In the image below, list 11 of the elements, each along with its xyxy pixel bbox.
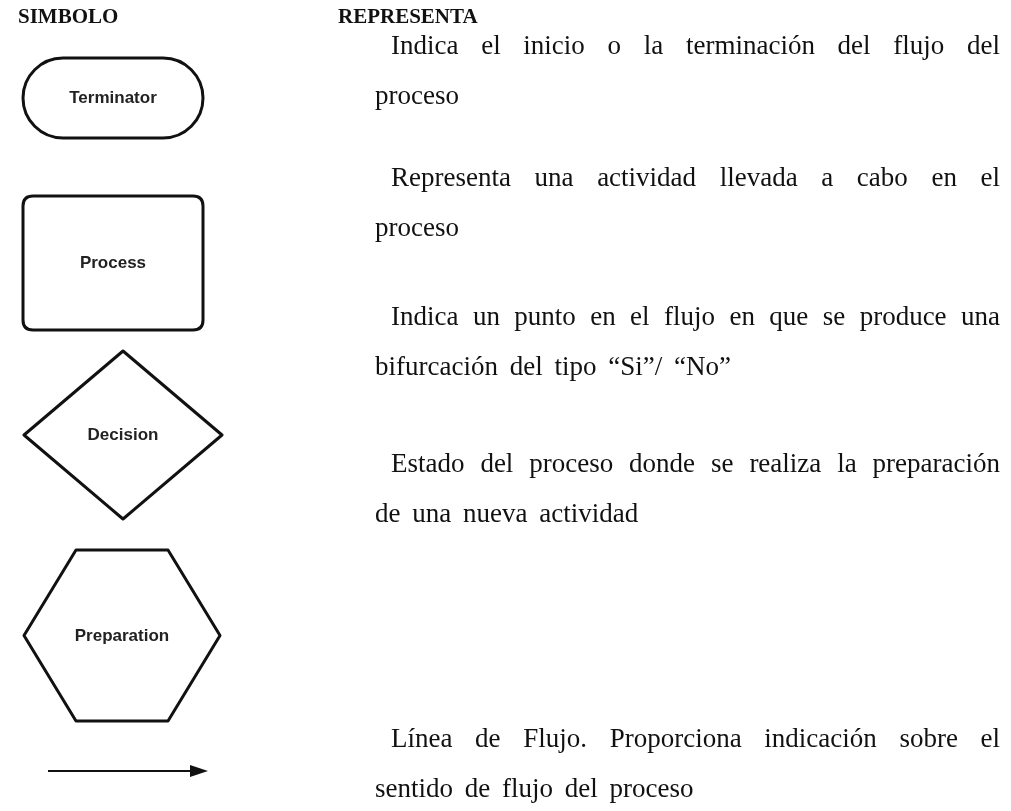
- shape-label: Decision: [87, 425, 159, 445]
- column-heading: REPRESENTA: [338, 4, 478, 29]
- shape-label: Terminator: [69, 88, 157, 108]
- description-text: Indica un punto en el flujo en que se produce una bifurcación del tipo “Si”/ “No”: [375, 300, 1000, 383]
- column-heading: SIMBOLO: [18, 4, 119, 29]
- description-text: Representa una actividad llevada a cabo en el proceso: [375, 161, 1000, 244]
- shape-label: Preparation: [74, 625, 170, 646]
- description-text: Línea de Flujo. Proporciona indicación sobre el sentido de flujo del proceso: [375, 722, 1000, 805]
- description-text: Estado del proceso donde se realiza la preparación de una nueva actividad: [375, 447, 1000, 530]
- shape-label: Process: [79, 253, 147, 273]
- description-text: Indica el inicio o la terminación del flujo del proceso: [375, 29, 1000, 112]
